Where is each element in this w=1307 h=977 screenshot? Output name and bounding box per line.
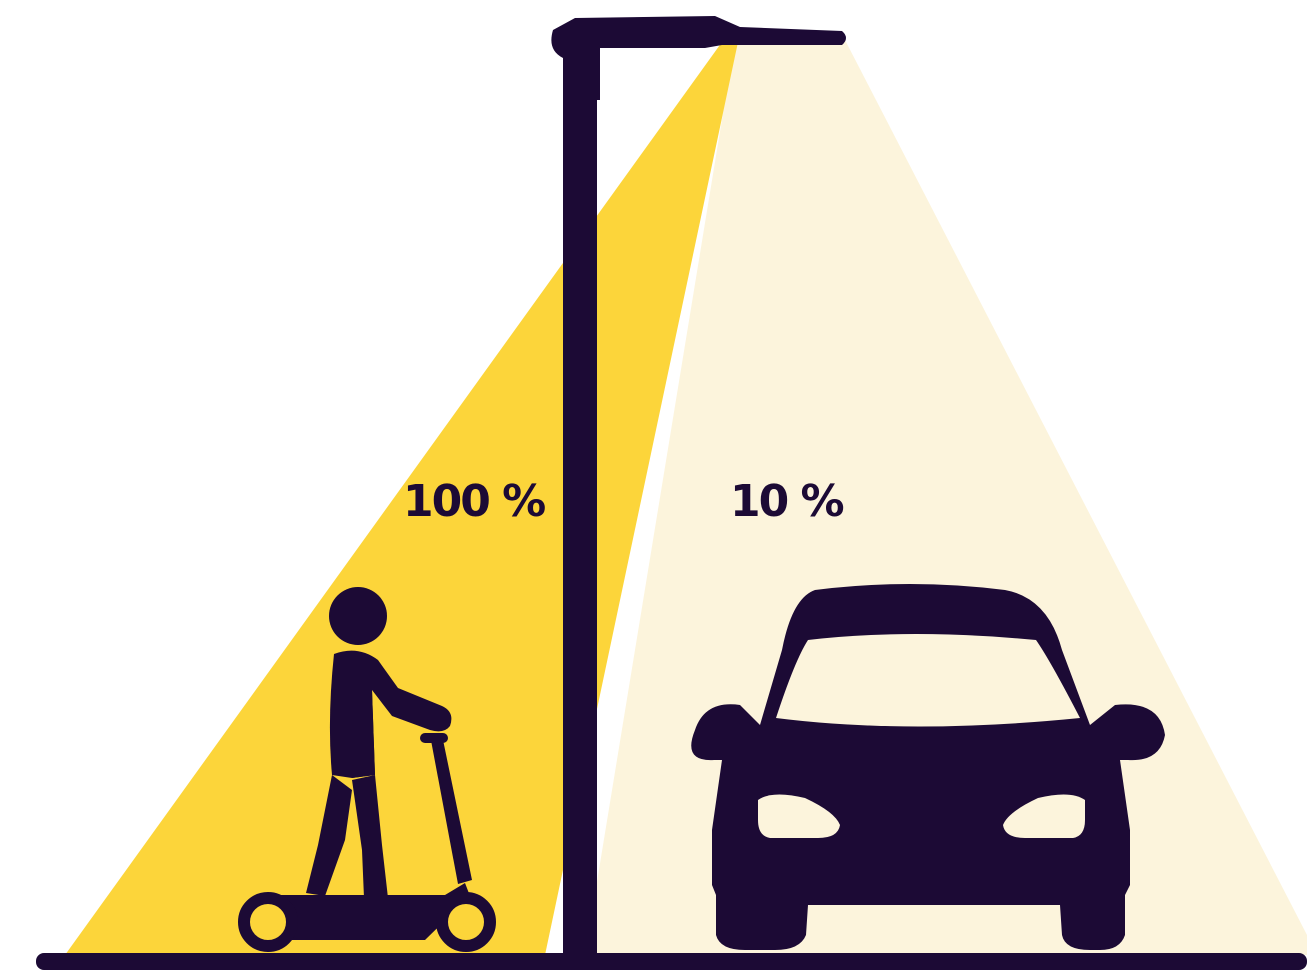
ground-line [36, 953, 1307, 970]
pedestrian-zone-percentage-label: 100 % [403, 480, 544, 524]
road-zone-percentage-label: 10 % [730, 480, 843, 524]
